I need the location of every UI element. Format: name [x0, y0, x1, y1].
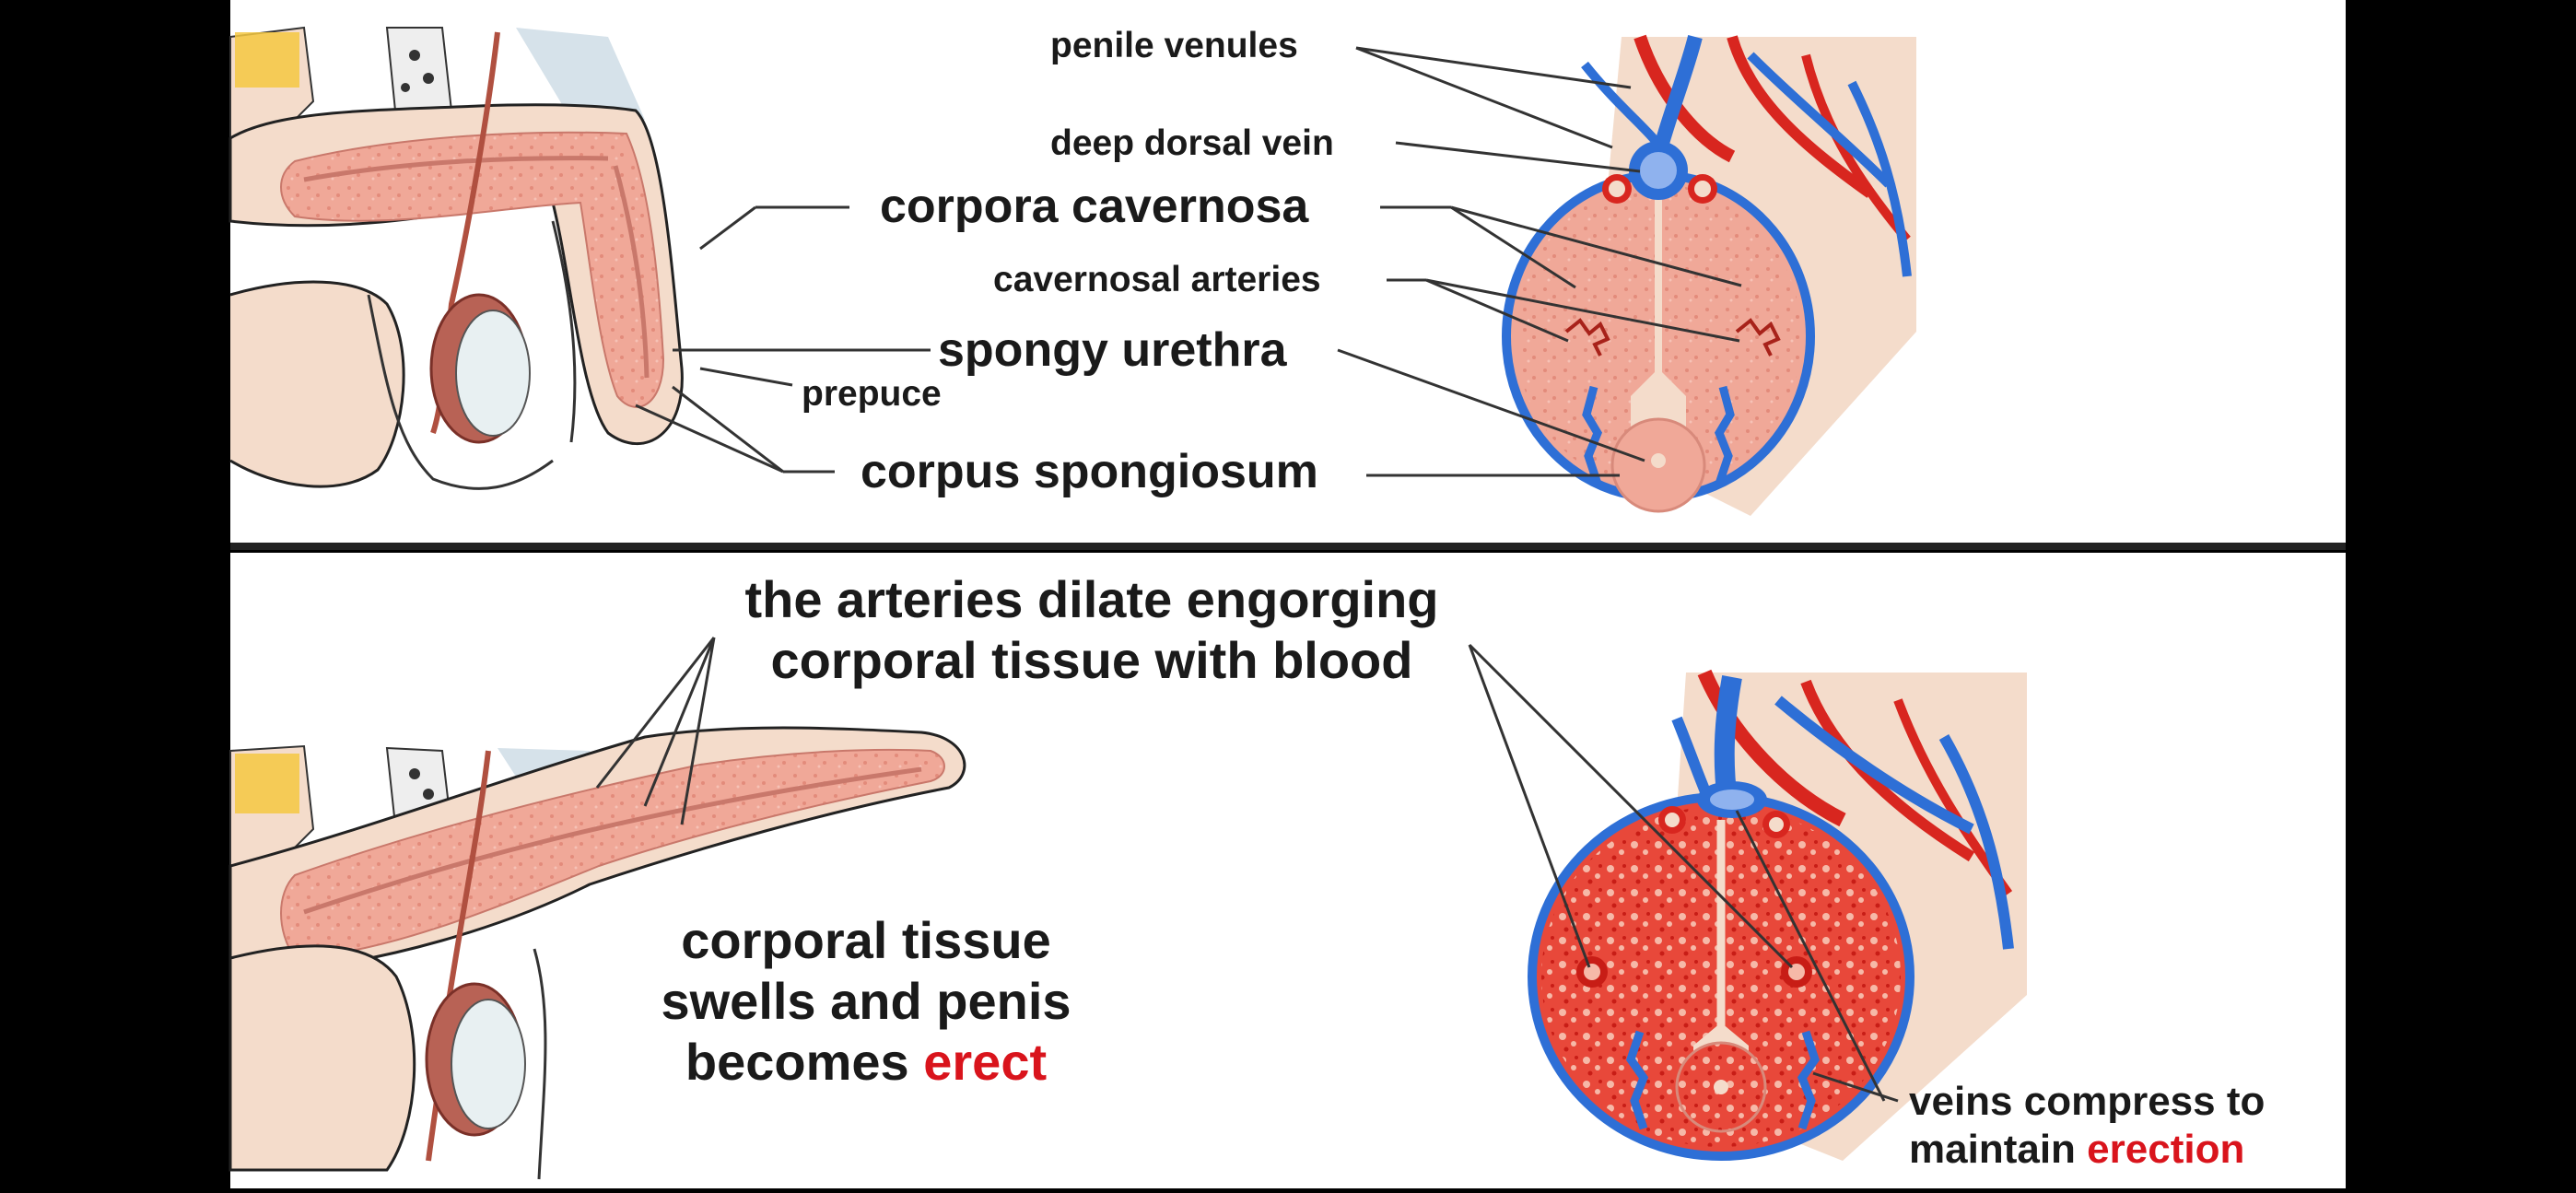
label-corpus-spongiosum: corpus spongiosum	[861, 445, 1318, 498]
label-penile-venules: penile venules	[1050, 26, 1298, 65]
erect-sagittal-section	[228, 726, 966, 1180]
flaccid-cross-section	[1502, 34, 1916, 516]
caption-swell-line2: swells and penis	[661, 972, 1071, 1031]
label-prepuce: prepuce	[802, 374, 942, 414]
caption-arteries-line1: the arteries dilate engorging	[744, 570, 1439, 628]
caption-arteries-line2: corporal tissue with blood	[770, 631, 1413, 690]
flaccid-sagittal-section	[228, 26, 684, 490]
caption-swell-line3-prefix: becomes	[685, 1033, 909, 1092]
caption-veins-line1: veins compress to	[1909, 1079, 2266, 1124]
right-frame-bar	[2346, 0, 2576, 1188]
panel-divider	[230, 543, 2346, 550]
leader-lines	[595, 46, 1899, 1103]
caption-veins-line2-prefix: maintain	[1909, 1126, 2076, 1172]
caption-swell-line1: corporal tissue	[681, 911, 1051, 969]
caption-veins-highlight: erection	[2087, 1126, 2245, 1172]
label-deep-dorsal-vein: deep dorsal vein	[1050, 123, 1334, 163]
caption-arteries-dilate: the arteries dilate engorging corporal t…	[682, 569, 1502, 691]
left-frame-bar	[0, 0, 230, 1188]
caption-swell-highlight: erect	[923, 1033, 1048, 1092]
caption-veins-compress: veins compress to maintain erection	[1909, 1078, 2342, 1174]
erect-cross-section	[1528, 669, 2027, 1161]
label-corpora-cavernosa: corpora cavernosa	[880, 180, 1309, 233]
caption-tissue-swells: corporal tissue swells and penis becomes…	[599, 910, 1133, 1093]
label-spongy-urethra: spongy urethra	[938, 323, 1287, 377]
label-cavernosal-arteries: cavernosal arteries	[993, 260, 1321, 299]
